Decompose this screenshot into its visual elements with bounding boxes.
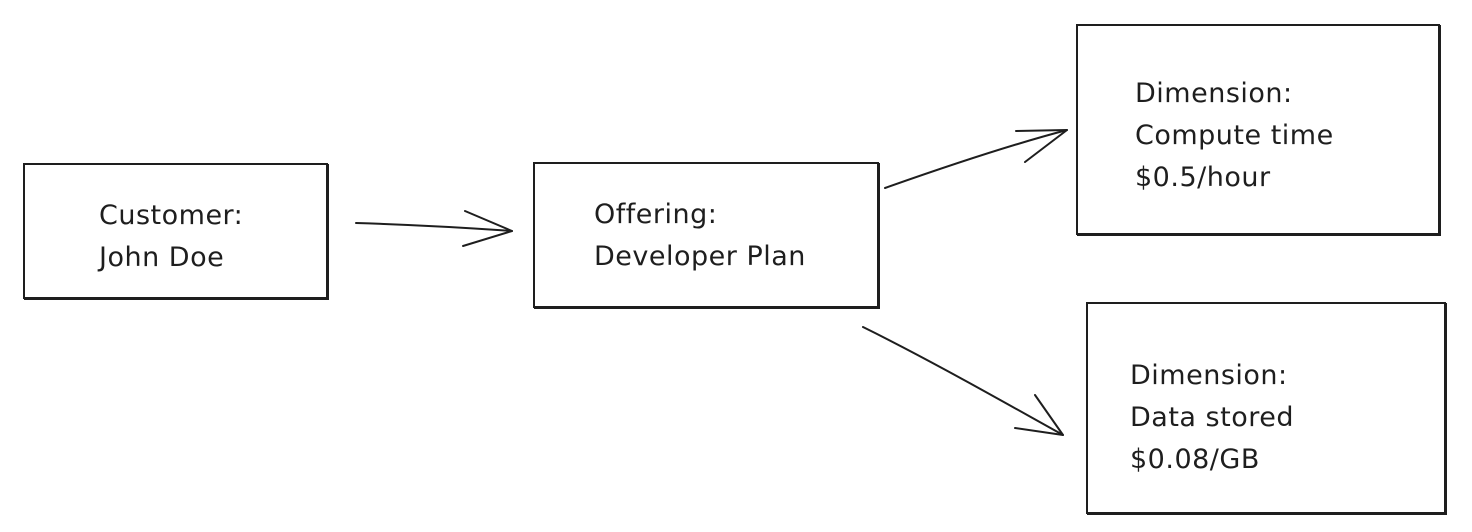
offering-text: Offering: Developer Plan bbox=[594, 194, 806, 278]
offering-label: Offering: bbox=[594, 199, 718, 230]
arrow-offering-to-storage bbox=[862, 326, 1064, 436]
dimension-name: Compute time bbox=[1135, 120, 1334, 151]
arrow-offering-to-compute bbox=[884, 129, 1068, 189]
customer-box: Customer: John Doe bbox=[23, 163, 328, 299]
offering-box: Offering: Developer Plan bbox=[533, 162, 879, 308]
dimension-price: $0.5/hour bbox=[1135, 162, 1271, 193]
dimension-price: $0.08/GB bbox=[1130, 444, 1260, 475]
dimension-name: Data stored bbox=[1130, 402, 1294, 433]
arrow-customer-to-offering bbox=[355, 210, 513, 247]
customer-text: Customer: John Doe bbox=[99, 195, 243, 279]
dimension-box-compute: Dimension: Compute time $0.5/hour bbox=[1076, 24, 1440, 235]
dimension-text-storage: Dimension: Data stored $0.08/GB bbox=[1130, 355, 1294, 481]
dimension-label: Dimension: bbox=[1135, 78, 1293, 109]
offering-name: Developer Plan bbox=[594, 241, 806, 272]
dimension-box-storage: Dimension: Data stored $0.08/GB bbox=[1086, 302, 1446, 514]
dimension-label: Dimension: bbox=[1130, 360, 1288, 391]
customer-label: Customer: bbox=[99, 200, 244, 231]
dimension-text-compute: Dimension: Compute time $0.5/hour bbox=[1135, 73, 1334, 199]
customer-name: John Doe bbox=[99, 242, 225, 273]
